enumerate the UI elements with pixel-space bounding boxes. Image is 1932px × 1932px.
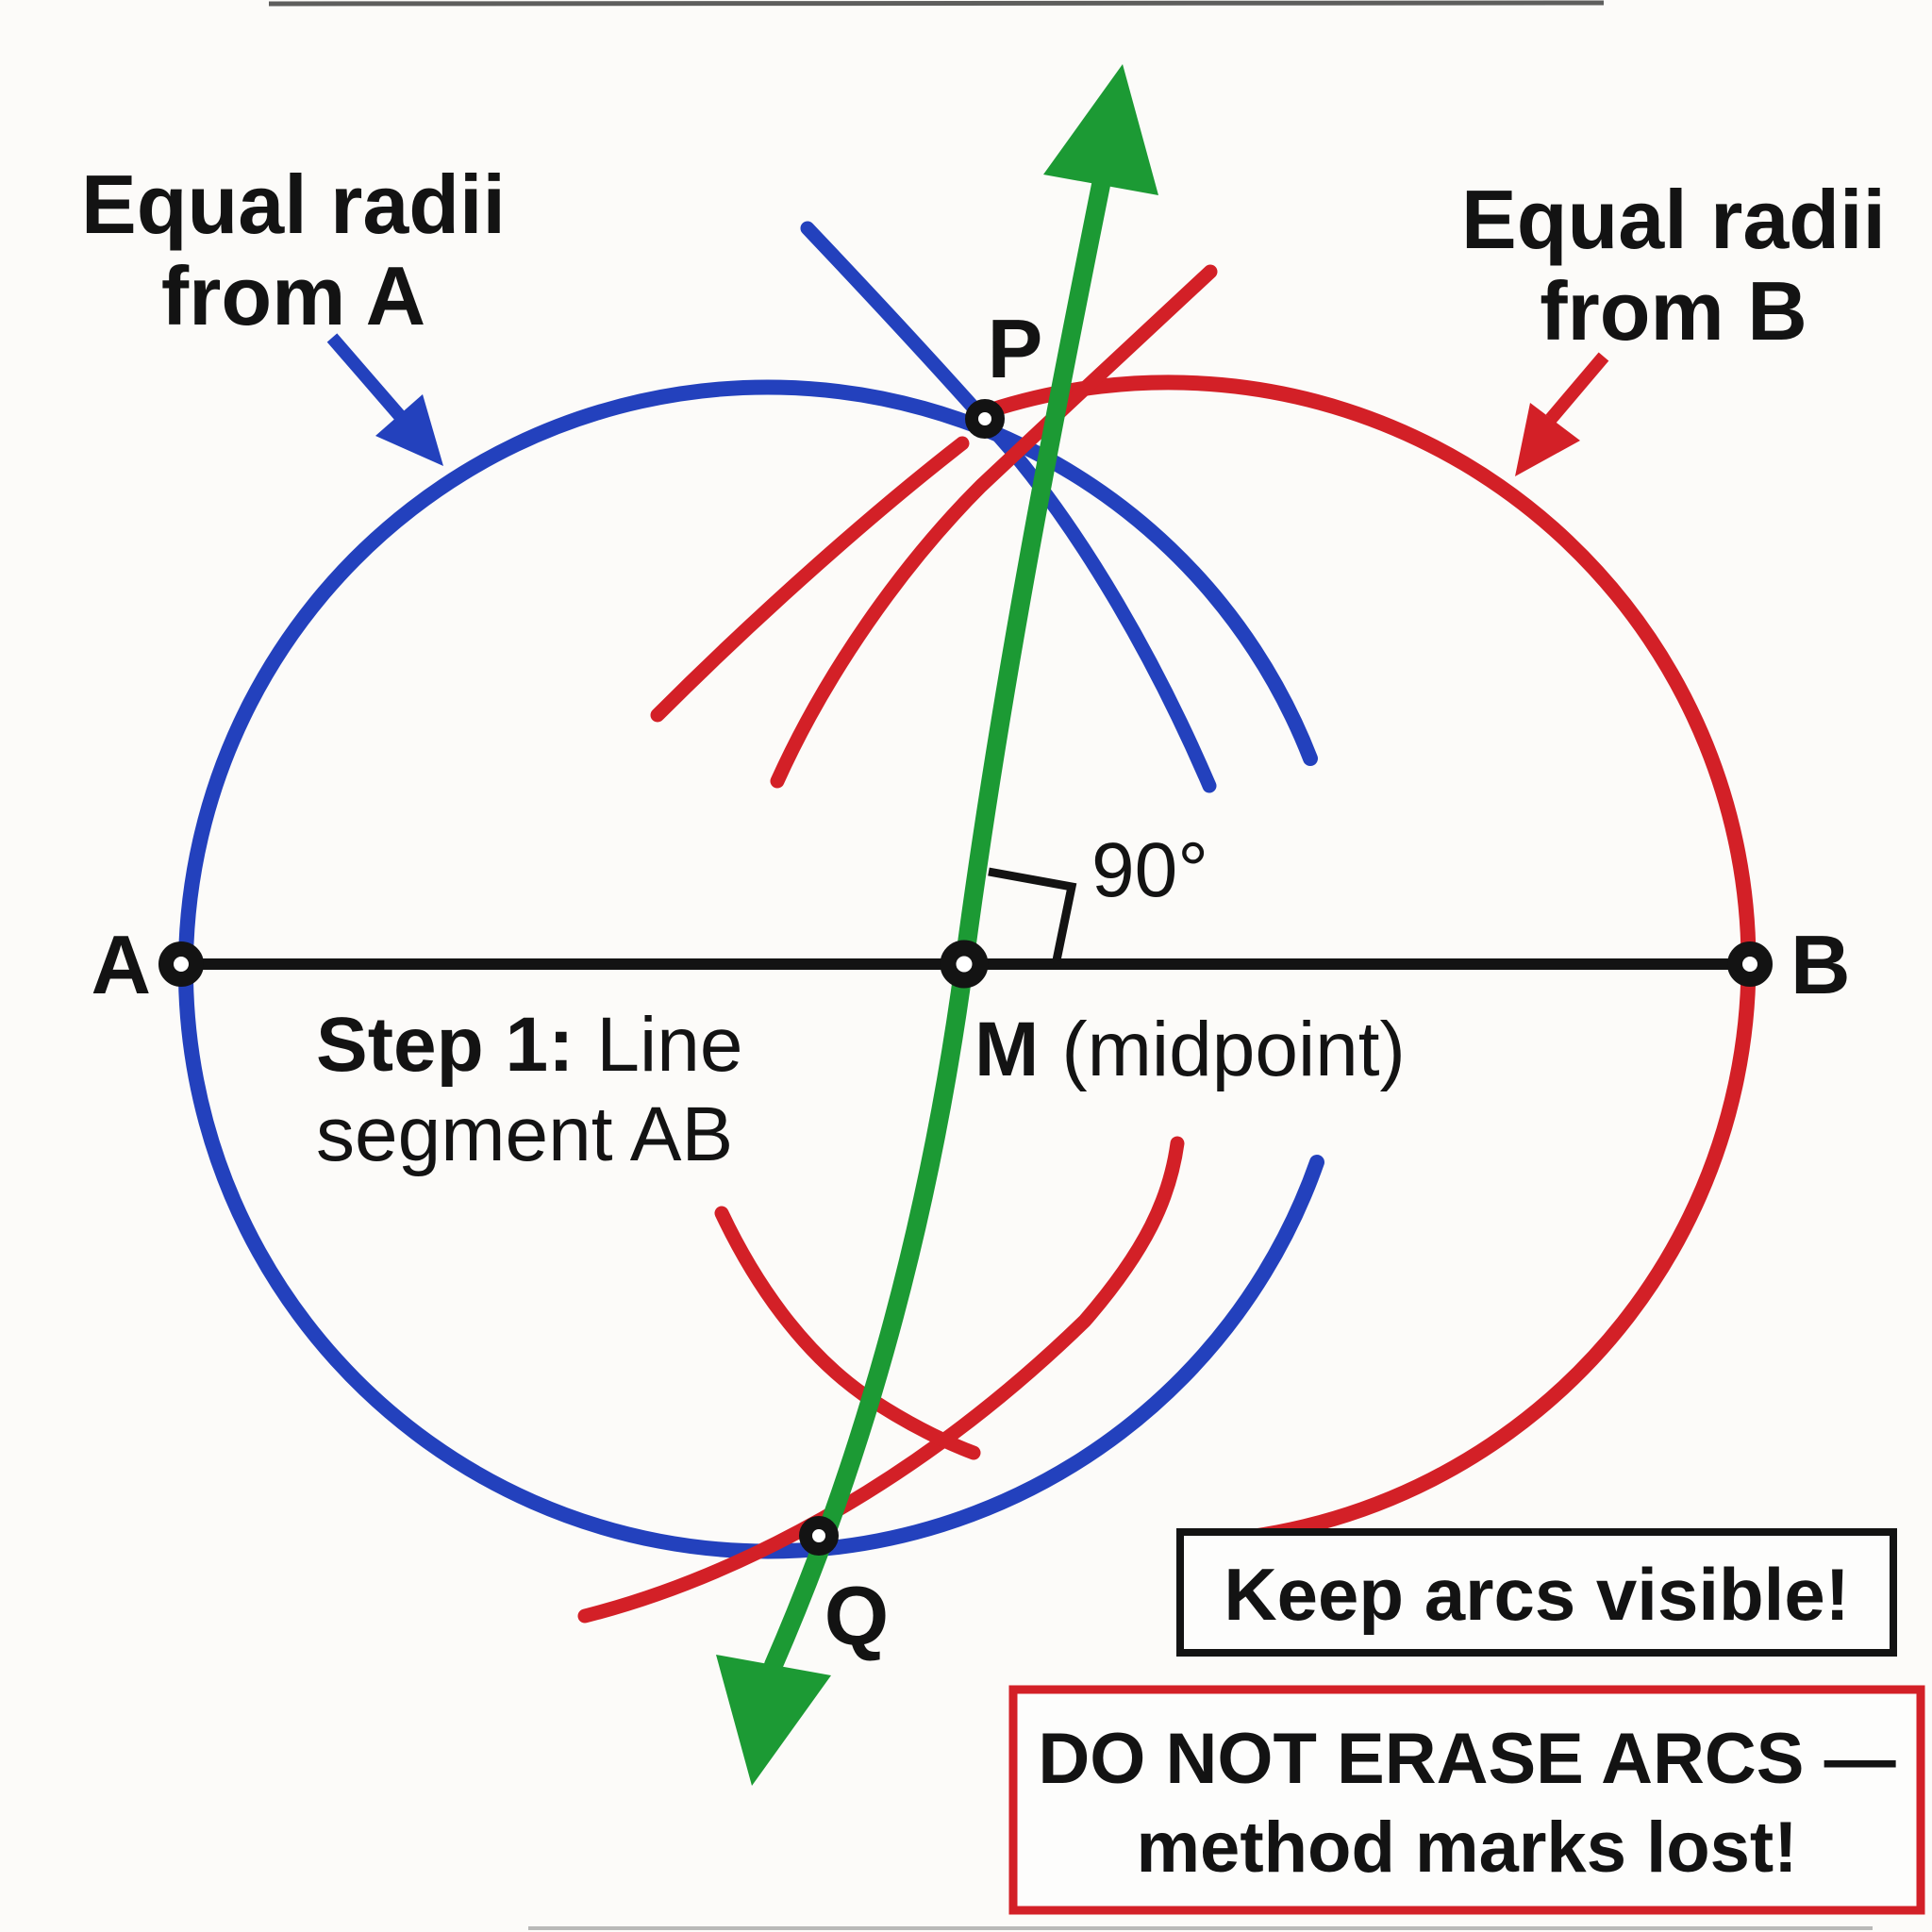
red-annotation-arrow-shaft bbox=[1545, 352, 1609, 424]
step1-rest: Line bbox=[596, 1002, 742, 1088]
red-circle-from-B bbox=[983, 375, 1757, 1549]
warning-text-line1: DO NOT ERASE ARCS — bbox=[1038, 1719, 1895, 1799]
equal-radii-B-line2: from B bbox=[1540, 264, 1807, 358]
red-construction-arc-at-P bbox=[770, 264, 1218, 789]
bisector-arrowhead-top bbox=[1043, 64, 1158, 195]
equal-radii-A-line2: from A bbox=[161, 249, 425, 342]
point-marker-M bbox=[940, 940, 989, 989]
keep-arcs-text: Keep arcs visible! bbox=[1224, 1553, 1849, 1636]
angle-90-label: 90° bbox=[1091, 827, 1208, 913]
label-P: P bbox=[988, 302, 1043, 395]
point-marker-P bbox=[965, 399, 1005, 439]
keep-arcs-box bbox=[1176, 1528, 1897, 1657]
warning-box bbox=[1008, 1685, 1925, 1915]
label-M: M bbox=[974, 1007, 1039, 1092]
red-annotation-arrowhead bbox=[1515, 403, 1580, 476]
red-construction-arc-at-Q bbox=[577, 1136, 1185, 1624]
blue-annotation-arrow-shaft bbox=[326, 333, 411, 427]
label-A: A bbox=[91, 918, 151, 1011]
label-Q: Q bbox=[824, 1569, 889, 1662]
point-marker-B bbox=[1727, 941, 1773, 987]
step1-caption-line2: segment AB bbox=[316, 1091, 733, 1177]
step1-prefix: Step 1: bbox=[316, 1002, 574, 1088]
point-marker-A bbox=[158, 941, 204, 987]
red-construction-arc-2-at-P bbox=[650, 436, 970, 723]
label-M-midpoint: M (midpoint) bbox=[974, 1007, 1406, 1092]
warning-text-line2: method marks lost! bbox=[1136, 1807, 1797, 1888]
equal-radii-B-line1: Equal radii bbox=[1461, 173, 1886, 266]
point-marker-Q bbox=[799, 1516, 839, 1556]
label-midpoint-suffix: (midpoint) bbox=[1061, 1007, 1406, 1092]
red-construction-arc-2-at-Q bbox=[714, 1206, 981, 1460]
top-edge-artifact-line bbox=[268, 0, 1605, 7]
bisector-arrowhead-bottom bbox=[716, 1655, 831, 1786]
equal-radii-A-line1: Equal radii bbox=[81, 158, 506, 251]
step1-caption-line1: Step 1: Line bbox=[316, 1002, 742, 1088]
blue-annotation-arrowhead bbox=[375, 394, 443, 466]
right-angle-mark bbox=[988, 867, 1077, 961]
label-B: B bbox=[1790, 918, 1851, 1011]
